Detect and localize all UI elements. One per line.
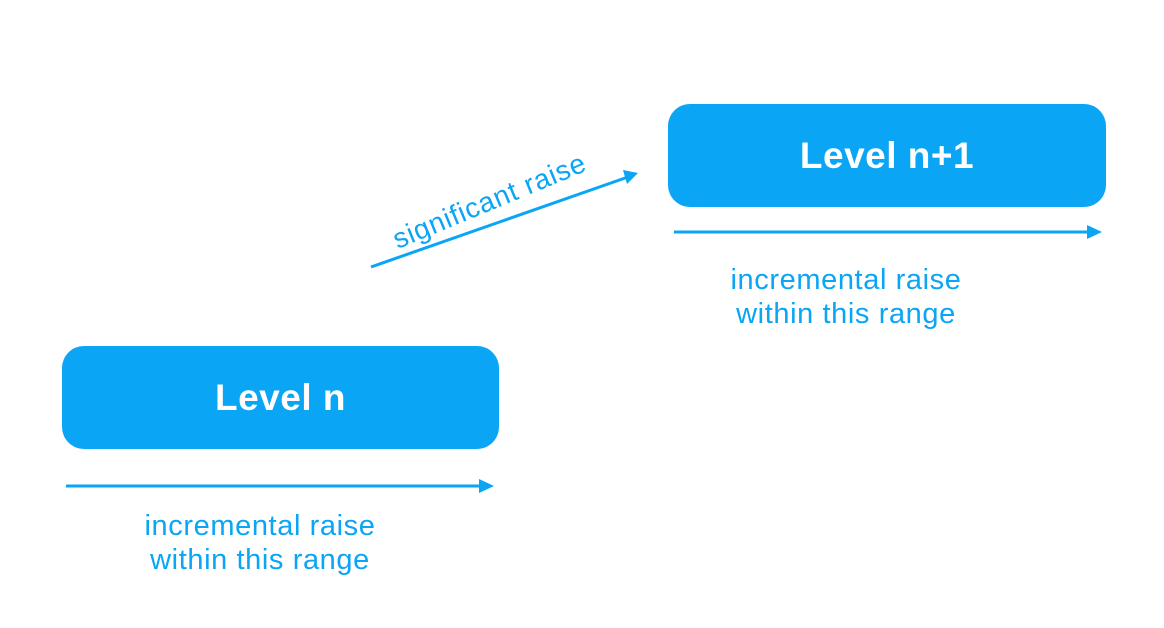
level-n-plus-1-caption: incremental raise within this range [646,263,1046,331]
level-n-plus-1-caption-line1: incremental raise [730,264,962,296]
range-arrowhead-level-n1 [1087,225,1102,239]
level-n-caption-line2: within this range [150,544,370,576]
level-n-plus-1-box: Level n+1 [668,104,1106,207]
level-n-caption-line1: incremental raise [144,510,376,542]
level-n-plus-1-caption-line2: within this range [736,298,956,330]
level-n-plus-1-label: Level n+1 [799,134,975,176]
level-n-label: Level n [215,376,346,418]
significant-raise-arrowhead [623,170,638,184]
level-n-caption: incremental raise within this range [60,509,460,577]
range-arrowhead-level-n [479,479,494,493]
significant-raise-arrow [370,175,629,269]
level-n-box: Level n [62,346,499,449]
